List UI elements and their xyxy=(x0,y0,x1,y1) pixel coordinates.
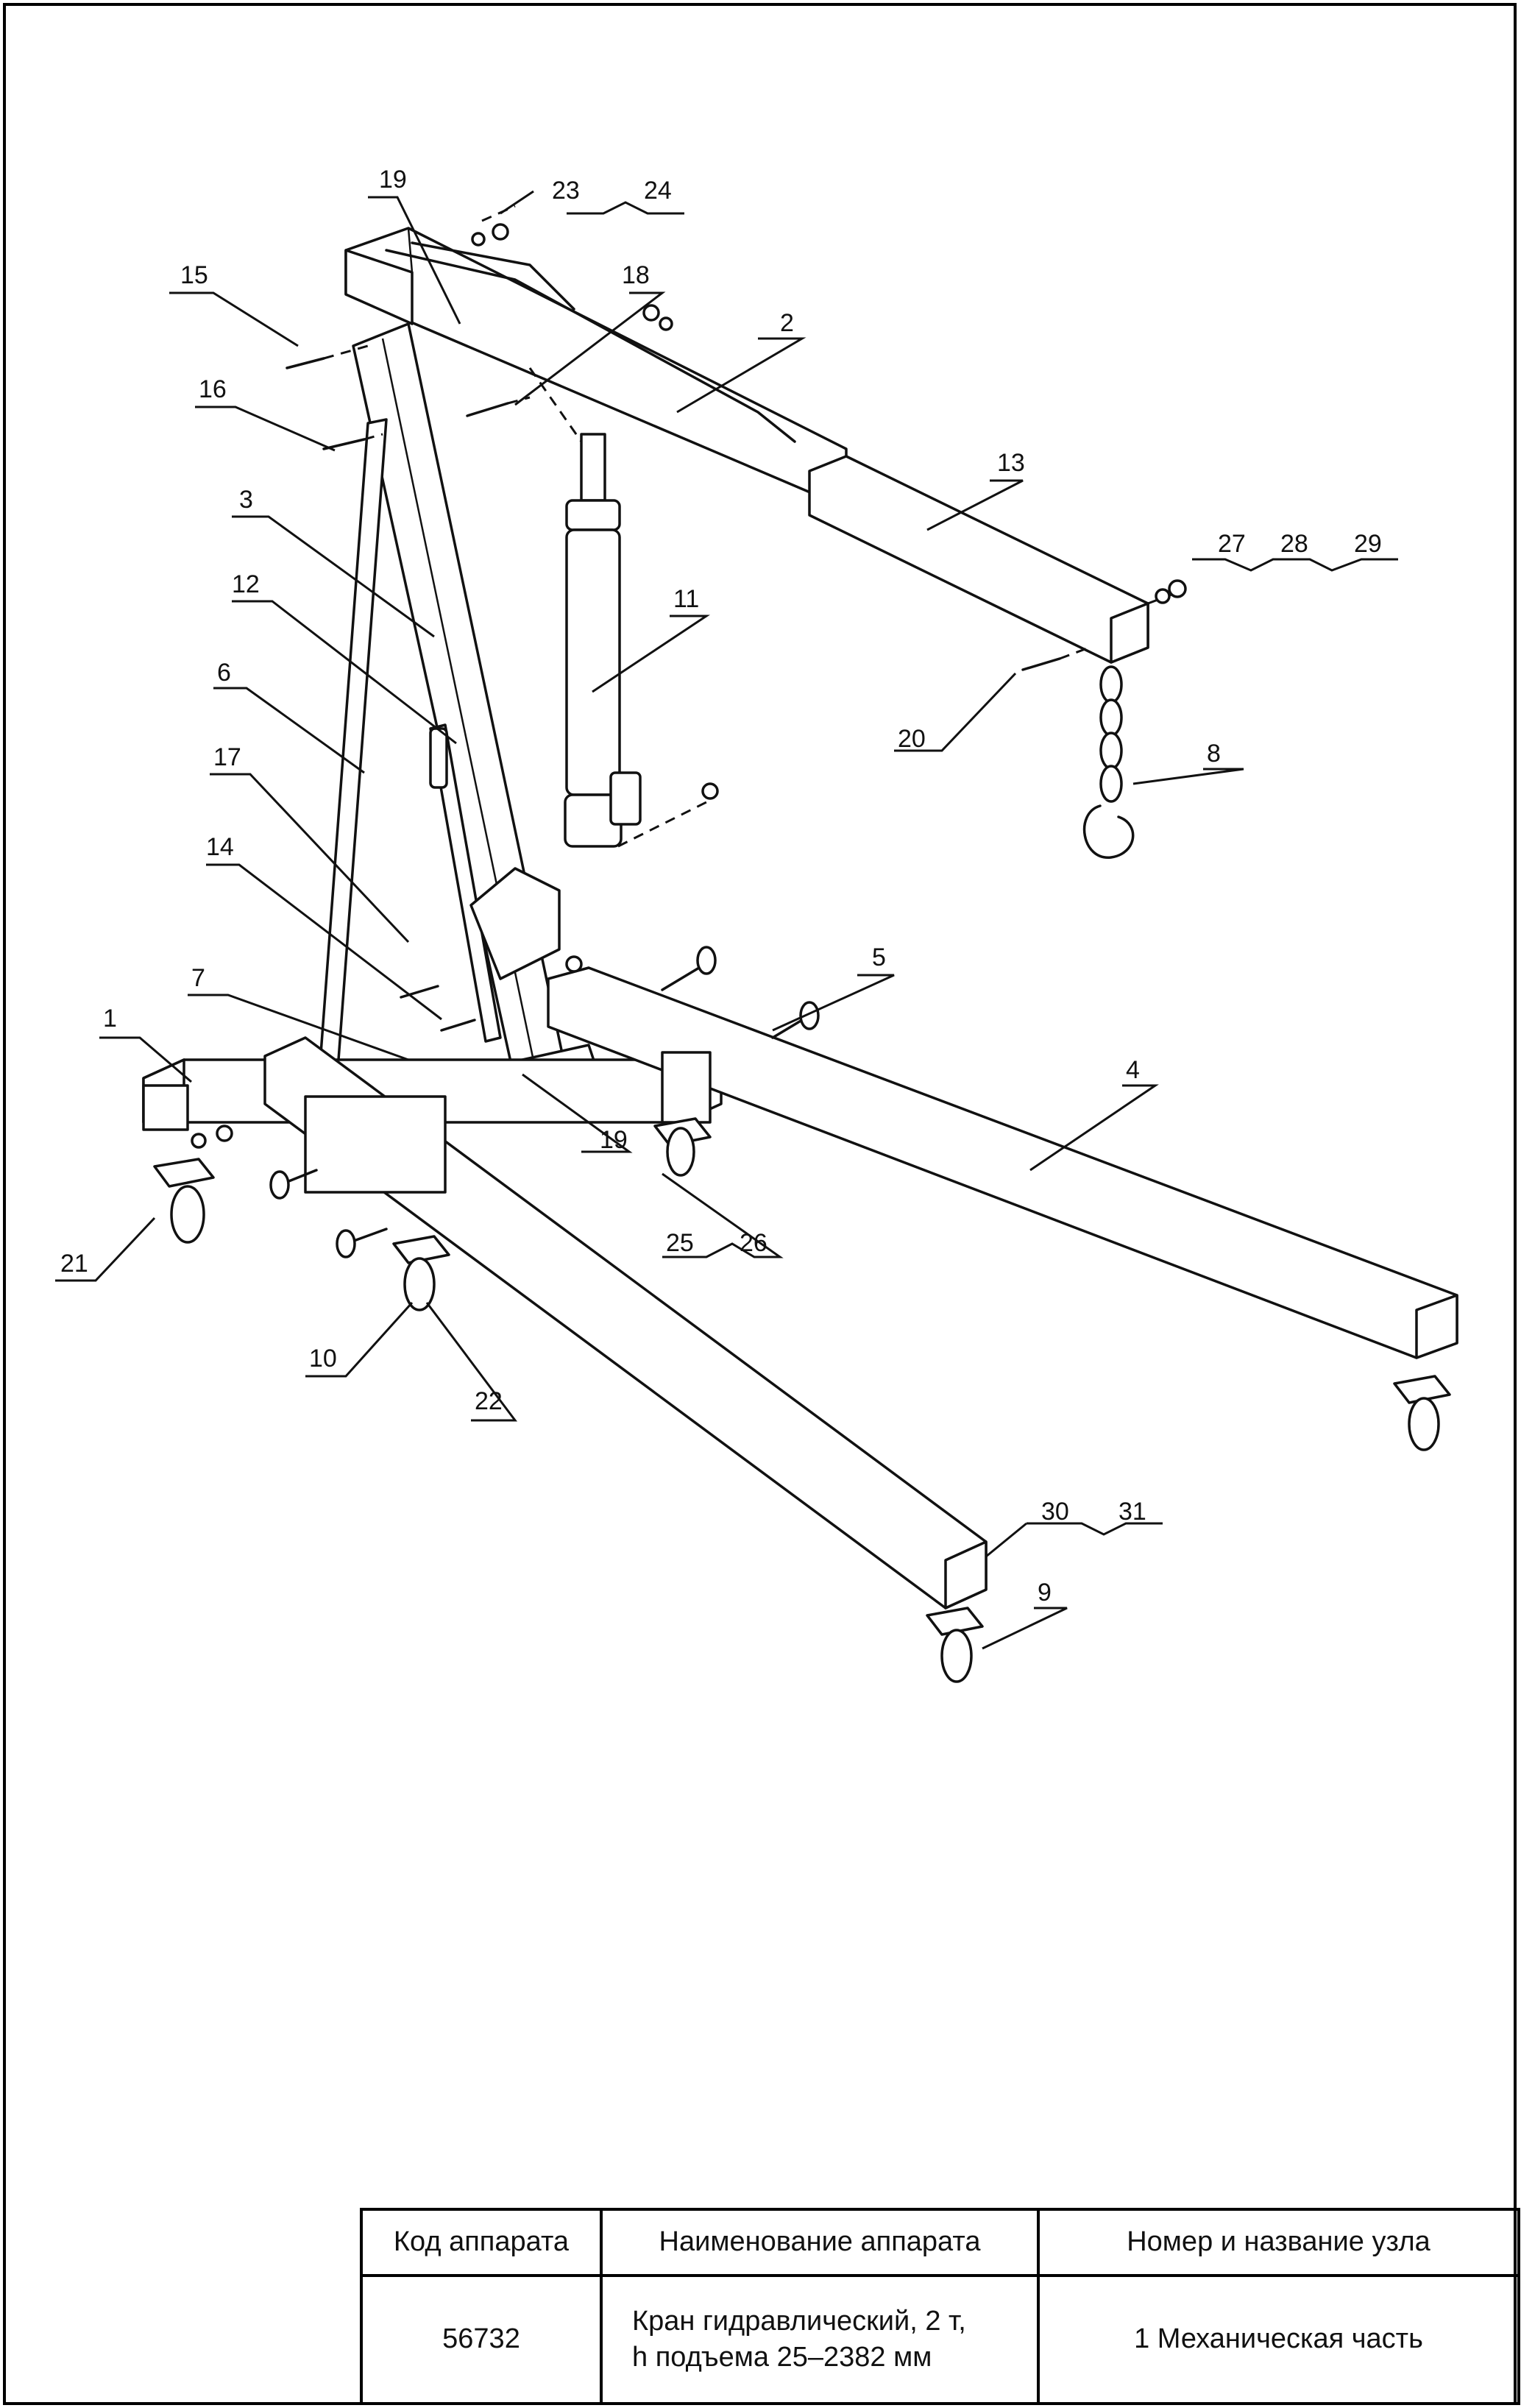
callout-22: 22 xyxy=(475,1387,503,1415)
callout-6: 6 xyxy=(217,659,231,687)
callout-12: 12 xyxy=(232,570,260,598)
callout-30: 30 xyxy=(1041,1498,1069,1526)
callout-25: 25 xyxy=(666,1229,694,1257)
callout-4: 4 xyxy=(1126,1056,1140,1084)
caster-front xyxy=(926,1607,984,1683)
device-name-line1: Кран гидравлический, 2 т, xyxy=(632,2305,966,2337)
callout-labels: 1 2 3 4 5 6 7 8 9 10 11 12 13 14 15 16 1… xyxy=(60,166,1382,1607)
chain xyxy=(1082,665,1135,859)
callout-11: 11 xyxy=(673,585,699,613)
caster-right xyxy=(1393,1375,1451,1451)
left-leg xyxy=(263,1036,988,1610)
callout-19b: 19 xyxy=(600,1126,628,1154)
title-block-value-row: 56732 Кран гидравлический, 2 т, h подъем… xyxy=(360,2274,1520,2405)
drawing-frame xyxy=(3,3,1517,2405)
handle xyxy=(429,723,502,1043)
right-leg xyxy=(547,966,1458,1359)
callout-14: 14 xyxy=(206,833,234,861)
callout-29: 29 xyxy=(1354,530,1382,558)
hydraulic-cylinder xyxy=(528,367,707,848)
caster-left xyxy=(392,1235,450,1311)
fasteners xyxy=(191,205,1187,1258)
brace xyxy=(319,418,388,1065)
callout-5: 5 xyxy=(872,943,886,971)
callout-23: 23 xyxy=(552,177,580,205)
boom xyxy=(344,227,848,509)
boom-extension xyxy=(808,455,1149,664)
header-unit: Номер и название узла xyxy=(1037,2207,1520,2278)
callout-8: 8 xyxy=(1207,740,1221,768)
callout-15: 15 xyxy=(180,261,208,289)
callout-7: 7 xyxy=(191,964,205,992)
title-block-header-row: Код аппарата Наименование аппарата Номер… xyxy=(360,2207,1520,2278)
header-device-code: Код аппарата xyxy=(360,2207,603,2278)
callout-27: 27 xyxy=(1218,530,1246,558)
callout-9: 9 xyxy=(1038,1579,1052,1607)
title-block-table: Код аппарата Наименование аппарата Номер… xyxy=(360,2207,1520,2405)
callout-28: 28 xyxy=(1280,530,1308,558)
leader-lines xyxy=(55,190,1398,1650)
callout-24: 24 xyxy=(644,177,672,205)
header-device-name: Наименование аппарата xyxy=(600,2207,1040,2278)
callout-13: 13 xyxy=(997,449,1025,477)
callout-21: 21 xyxy=(60,1250,88,1278)
callout-1: 1 xyxy=(103,1005,117,1033)
device-name-line2: h подъема 25–2382 мм xyxy=(632,2342,932,2373)
device-code-value: 56732 xyxy=(360,2274,603,2405)
callout-16: 16 xyxy=(199,375,227,403)
caster-front-left xyxy=(153,1158,215,1244)
callout-10: 10 xyxy=(309,1345,337,1373)
callout-20: 20 xyxy=(898,725,926,753)
callout-3: 3 xyxy=(239,486,253,514)
callout-17: 17 xyxy=(213,743,241,771)
callout-31: 31 xyxy=(1118,1498,1146,1526)
callout-26: 26 xyxy=(740,1229,767,1257)
caster-middle xyxy=(653,1117,712,1177)
callout-2: 2 xyxy=(780,309,794,337)
unit-value: 1 Механическая часть xyxy=(1037,2274,1520,2405)
callout-18: 18 xyxy=(622,261,650,289)
device-name-value: Кран гидравлический, 2 т, h подъема 25–2… xyxy=(600,2274,1040,2405)
callout-19a: 19 xyxy=(379,166,407,194)
